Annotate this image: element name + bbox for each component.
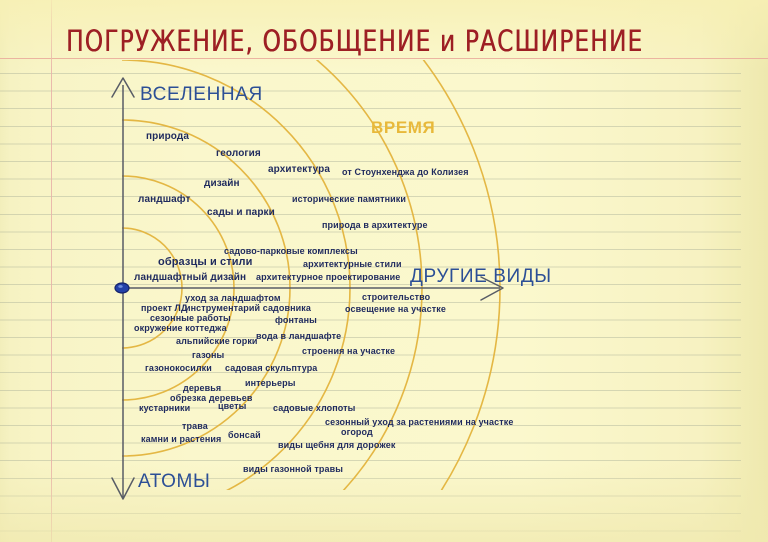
topic-label: геология — [216, 148, 261, 159]
topic-label: ландшафтный дизайн — [134, 272, 247, 283]
axis-label-atoms: АТОМЫ — [138, 471, 211, 492]
margin-line — [51, 0, 52, 542]
topic-label: природа — [146, 131, 189, 142]
topic-label: огород — [341, 427, 373, 437]
topic-label: садово-парковые комплексы — [224, 246, 358, 256]
topic-label: сады и парки — [207, 207, 275, 218]
topic-label: строительство — [362, 292, 431, 302]
topic-label: уход за ландшафтом — [185, 293, 281, 303]
topic-label: образцы и стили — [158, 256, 253, 268]
topic-label: архитектурное проектирование — [256, 272, 401, 282]
topic-label: фонтаны — [275, 315, 317, 325]
topic-label: виды щебня для дорожек — [278, 440, 396, 450]
topic-label: бонсай — [228, 430, 261, 440]
topic-label: архитектурные стили — [303, 259, 402, 269]
topic-label: инструментарий садовника — [185, 303, 311, 313]
topic-label: проект ЛД — [141, 303, 188, 313]
topic-label: садовые хлопоты — [273, 403, 356, 413]
topic-label: ландшафт — [138, 194, 191, 205]
topic-label: сезонный уход за растениями на участке — [325, 417, 514, 427]
axis-label-universe: ВСЕЛЕННАЯ — [140, 84, 263, 105]
topic-label: окружение коттеджа — [134, 323, 227, 333]
topic-label: цветы — [218, 401, 247, 411]
topic-label: архитектура — [268, 164, 331, 175]
topic-label: садовая скульптура — [225, 363, 318, 373]
topic-label: трава — [182, 421, 208, 431]
topic-label: от Стоунхенджа до Колизея — [342, 167, 469, 177]
axis-label-time: ВРЕМЯ — [371, 118, 436, 137]
axis-label-other-types: ДРУГИЕ ВИДЫ — [410, 266, 552, 287]
topic-label: газонокосилки — [145, 363, 212, 373]
topic-label: строения на участке — [302, 346, 396, 356]
topic-label: газоны — [192, 350, 225, 360]
topic-label: кустарники — [139, 403, 191, 413]
topic-label: природа в архитектуре — [322, 220, 428, 230]
topic-label: дизайн — [204, 178, 240, 189]
page-title: ПОГРУЖЕНИЕ, ОБОБЩЕНИЕ и РАСШИРЕНИЕ — [66, 24, 644, 59]
topic-label: обрезка деревьев — [170, 393, 253, 403]
topic-label: деревья — [183, 383, 222, 393]
topic-label: интерьеры — [245, 378, 296, 388]
topic-label: исторические памятники — [292, 194, 406, 204]
topic-label: альпийские горки — [176, 336, 258, 346]
topic-label: освещение на участке — [345, 304, 446, 314]
topic-label: вода в ландшафте — [256, 331, 342, 341]
topic-label: сезонные работы — [150, 313, 231, 323]
topic-label: камни и растения — [141, 434, 222, 444]
topic-label: виды газонной травы — [243, 464, 344, 474]
